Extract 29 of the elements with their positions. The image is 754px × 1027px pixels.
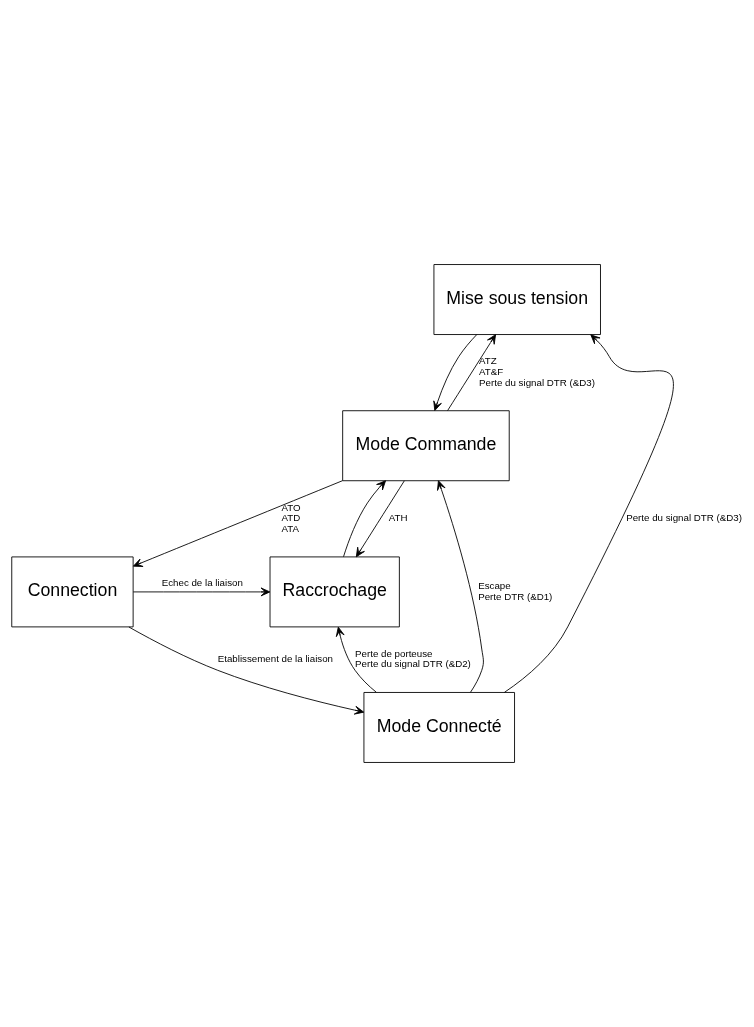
edge-label: Perte DTR (&D1) <box>478 590 553 602</box>
edge-label: AT&F <box>479 366 504 378</box>
arrow <box>437 480 484 693</box>
edge-label: Escape <box>478 580 511 592</box>
arrow <box>132 587 271 597</box>
edge-label: Perte de porteuse <box>355 647 433 659</box>
arrow <box>504 334 674 693</box>
edge-label: Echec de la liaison <box>161 577 243 589</box>
edge-label: ATO <box>281 501 301 513</box>
node-box: Mode Commande <box>342 410 510 482</box>
arrow <box>433 334 478 411</box>
edge-label: Perte du signal DTR (&D2) <box>355 658 471 670</box>
node-box: Mise sous tension <box>433 264 601 335</box>
arrow <box>335 626 377 693</box>
arrow <box>355 480 405 558</box>
arrow <box>343 480 386 558</box>
node-box: Connection <box>11 556 134 628</box>
edge-label: ATH <box>388 512 408 524</box>
arrow <box>447 334 497 412</box>
edge-label: Perte du signal DTR (&D3) <box>626 512 742 524</box>
edge-label: Etablissement de la liaison <box>217 653 334 665</box>
edge-label: Perte du signal DTR (&D3) <box>479 376 595 388</box>
edge-label: ATA <box>281 522 300 534</box>
arrow <box>132 480 344 567</box>
arrow <box>128 626 365 715</box>
edge-label: ATD <box>281 512 301 524</box>
node-box: Raccrochage <box>269 556 400 628</box>
node-box: Mode Connecté <box>363 692 515 763</box>
edge-label: ATZ <box>479 355 497 367</box>
